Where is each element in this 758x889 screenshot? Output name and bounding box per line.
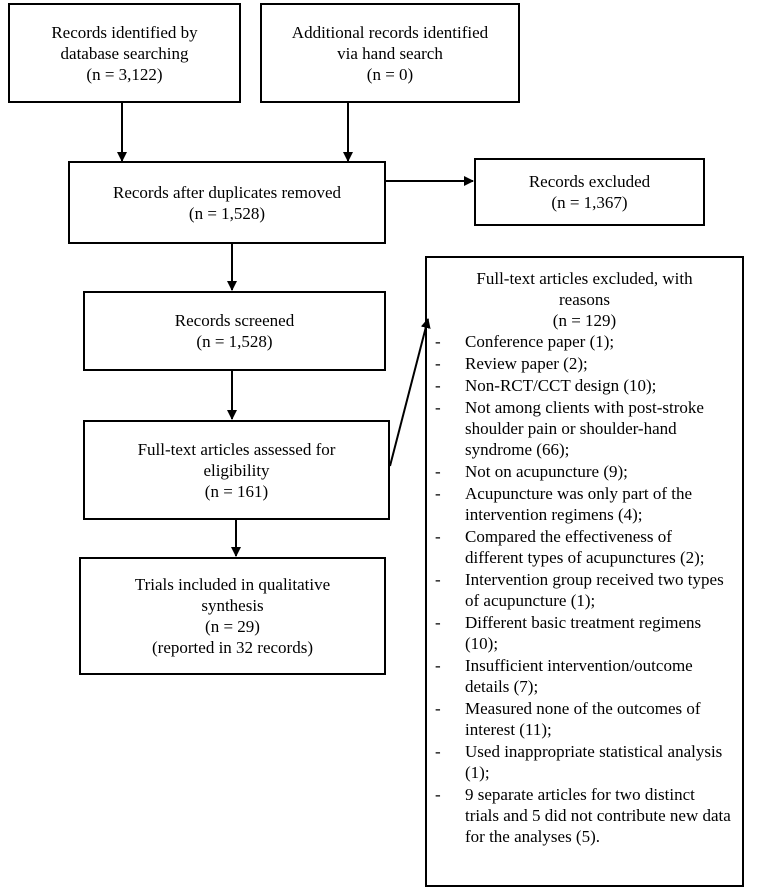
hand-search-line2: via hand search xyxy=(337,43,443,63)
exclusion-reason: - Insufficient intervention/outcome detai… xyxy=(435,655,732,697)
bullet-dash: - xyxy=(435,527,441,546)
assessed-eligibility-count: (n = 161) xyxy=(204,481,269,501)
arrow-assessed-to-fulltext-excluded xyxy=(389,318,431,467)
exclusion-reason: - Acupuncture was only part of the interv… xyxy=(435,483,732,525)
after-duplicates-count: (n = 1,528) xyxy=(188,203,266,223)
exclusion-reason-text: 9 separate articles for two distinct tri… xyxy=(465,785,731,846)
records-screened-label: Records screened xyxy=(174,311,295,330)
exclusion-reason: - Compared the effectiveness of different… xyxy=(435,526,732,568)
exclusion-reason-text: Acupuncture was only part of the interve… xyxy=(465,484,693,524)
hand-search-line1: Additional records identified xyxy=(291,22,489,42)
after-duplicates-label: Records after duplicates removed xyxy=(113,182,341,202)
exclusion-reason-text: Different basic treatment regimens (10); xyxy=(465,613,702,653)
exclusion-reason-text: Compared the effectiveness of different … xyxy=(465,527,705,567)
exclusion-reason-text: Insufficient intervention/outcome detail… xyxy=(465,656,693,696)
exclusion-reason-text: Non-RCT/CCT design (10); xyxy=(465,376,657,395)
assessed-eligibility-line2: eligibility xyxy=(203,460,270,480)
records-excluded-count: (n = 1,367) xyxy=(551,193,628,212)
trials-included-line1: Trials included in qualitative xyxy=(134,575,331,594)
database-search-line2: database searching xyxy=(60,43,189,63)
exclusion-reason: - Intervention group received two types o… xyxy=(435,569,732,611)
exclusion-reason: - Used inappropriate statistical analysis… xyxy=(435,741,732,783)
exclusion-reason: - Non-RCT/CCT design (10); xyxy=(435,375,732,396)
fulltext-excluded-line2: reasons xyxy=(559,290,610,309)
bullet-dash: - xyxy=(435,613,441,632)
records-excluded-box: Records excluded (n = 1,367) xyxy=(474,158,705,226)
after-duplicates-box: Records after duplicates removed (n = 1,… xyxy=(68,161,386,244)
exclusion-reason: - Not on acupuncture (9); xyxy=(435,461,732,482)
bullet-dash: - xyxy=(435,462,441,481)
bullet-dash: - xyxy=(435,742,441,761)
exclusion-reason-text: Not on acupuncture (9); xyxy=(465,462,628,481)
records-screened-count: (n = 1,528) xyxy=(196,332,273,351)
exclusion-reason-text: Not among clients with post-stroke shoul… xyxy=(465,398,704,459)
fulltext-excluded-box: Full-text articles excluded, with reason… xyxy=(425,256,744,887)
exclusion-reason-text: Conference paper (1); xyxy=(465,332,615,351)
assessed-eligibility-box: Full-text articles assessed for eligibil… xyxy=(83,420,390,520)
bullet-dash: - xyxy=(435,699,441,718)
bullet-dash: - xyxy=(435,354,441,373)
trials-included-note: (reported in 32 records) xyxy=(152,638,313,657)
exclusion-reason-text: Measured none of the outcomes of interes… xyxy=(465,699,701,739)
hand-search-count: (n = 0) xyxy=(366,64,414,84)
hand-search-box: Additional records identified via hand s… xyxy=(260,3,520,103)
exclusion-reason: - Different basic treatment regimens (10)… xyxy=(435,612,732,654)
bullet-dash: - xyxy=(435,376,441,395)
exclusion-reason: - Measured none of the outcomes of intere… xyxy=(435,698,732,740)
exclusion-reason: - 9 separate articles for two distinct tr… xyxy=(435,784,732,847)
trials-included-box: Trials included in qualitative synthesis… xyxy=(79,557,386,675)
fulltext-excluded-header: Full-text articles excluded, with reason… xyxy=(427,258,742,331)
exclusion-reason: - Review paper (2); xyxy=(435,353,732,374)
bullet-dash: - xyxy=(435,656,441,675)
bullet-dash: - xyxy=(435,785,441,804)
records-excluded-label: Records excluded xyxy=(528,172,651,191)
exclusion-reasons-list: - Conference paper (1); - Review paper (2)… xyxy=(427,331,742,847)
trials-included-line2: synthesis xyxy=(201,596,264,615)
bullet-dash: - xyxy=(435,332,441,351)
database-search-count: (n = 3,122) xyxy=(86,64,163,84)
trials-included-count: (n = 29) xyxy=(205,617,260,636)
database-search-box: Records identified by database searching… xyxy=(8,3,241,103)
database-search-line1: Records identified by xyxy=(51,22,198,42)
exclusion-reason-text: Intervention group received two types of… xyxy=(465,570,724,610)
exclusion-reason-text: Review paper (2); xyxy=(465,354,588,373)
exclusion-reason-text: Used inappropriate statistical analysis … xyxy=(465,742,723,782)
fulltext-excluded-count: (n = 129) xyxy=(552,311,617,330)
exclusion-reason: - Not among clients with post-stroke shou… xyxy=(435,397,732,460)
bullet-dash: - xyxy=(435,570,441,589)
bullet-dash: - xyxy=(435,484,441,503)
fulltext-excluded-line1: Full-text articles excluded, with xyxy=(476,269,693,288)
exclusion-reason: - Conference paper (1); xyxy=(435,331,732,352)
bullet-dash: - xyxy=(435,398,441,417)
records-screened-box: Records screened (n = 1,528) xyxy=(83,291,386,371)
assessed-eligibility-line1: Full-text articles assessed for xyxy=(137,439,336,459)
